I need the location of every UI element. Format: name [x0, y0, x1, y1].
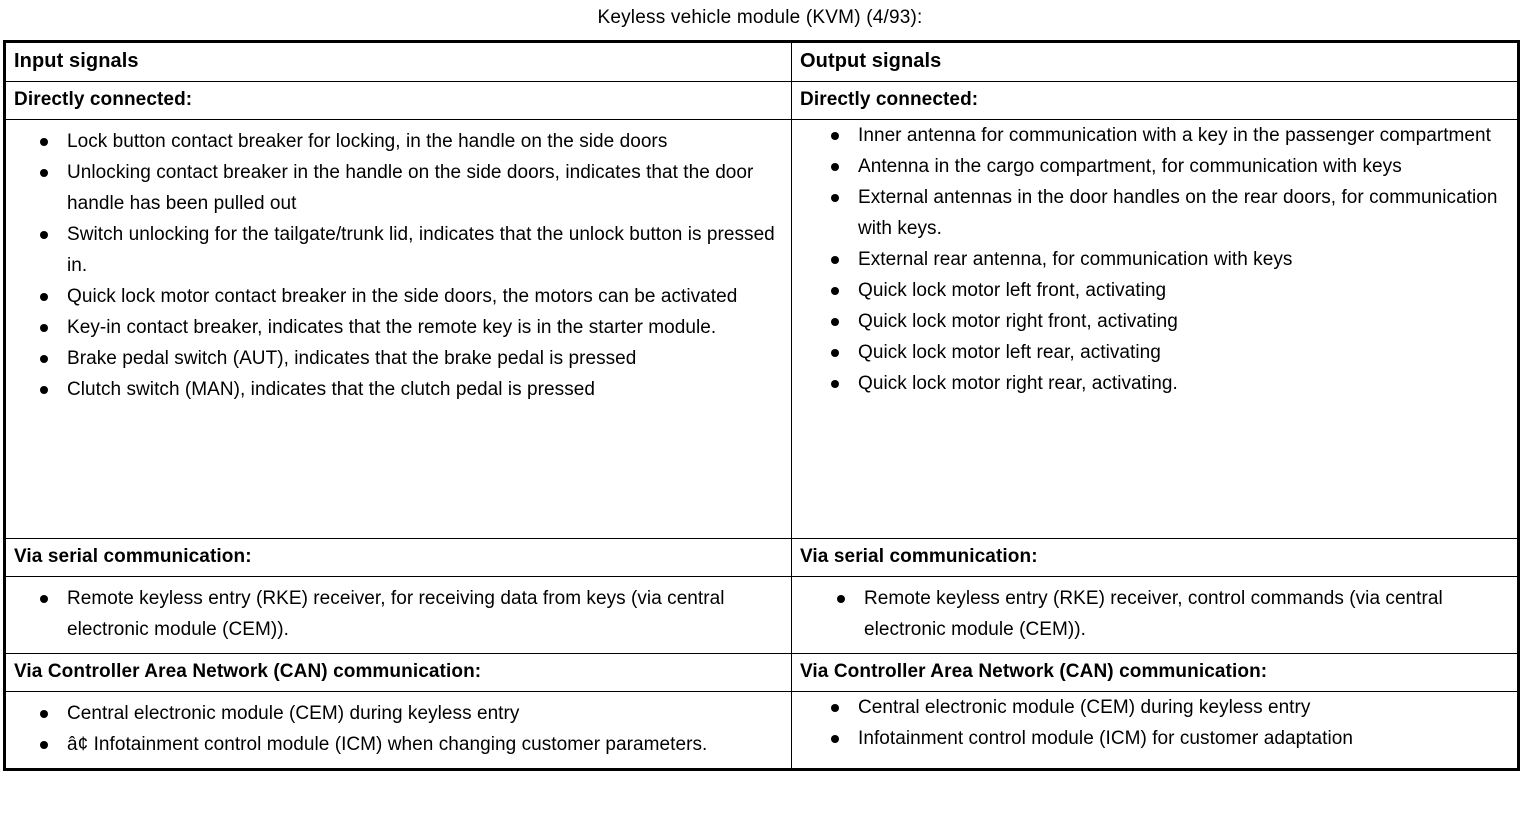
section-label-left-directly-connected: Directly connected: [14, 89, 193, 110]
section-label-right-directly-connected: Directly connected: [800, 89, 979, 110]
list-item: Remote keyless entry (RKE) receiver, for… [38, 583, 781, 645]
section-content-cell-right-via-can: Central electronic module (CEM) during k… [791, 691, 1519, 770]
list-item: Lock button contact breaker for locking,… [38, 126, 781, 157]
section-label-right-via-can: Via Controller Area Network (CAN) commun… [800, 661, 1268, 682]
section-content-cell-left-via-serial: Remote keyless entry (RKE) receiver, for… [4, 576, 792, 654]
list-item: Quick lock motor left rear, activating [829, 337, 1517, 368]
section-content-cell-left-directly-connected: Lock button contact breaker for locking,… [4, 119, 792, 539]
section-label-right-via-serial: Via serial communication: [800, 546, 1038, 567]
table-row-column-headers: Input signals Output signals [4, 41, 1519, 82]
section-label-cell-right-via-can: Via Controller Area Network (CAN) commun… [791, 653, 1519, 692]
list-item: Central electronic module (CEM) during k… [829, 692, 1353, 723]
list-item: Central electronic module (CEM) during k… [38, 698, 781, 729]
section-label-left-via-serial: Via serial communication: [14, 546, 252, 567]
bullet-list-wrapper-left-via-serial: Remote keyless entry (RKE) receiver, for… [6, 577, 791, 653]
column-header-cell-output: Output signals [791, 41, 1519, 82]
bullet-list-wrapper-right-via-can: Central electronic module (CEM) during k… [792, 692, 1517, 754]
bullet-list-right-directly-connected: Inner antenna for communication with a k… [792, 120, 1517, 399]
list-item: Quick lock motor left front, activating [829, 275, 1517, 306]
bullet-list-wrapper-left-directly-connected: Lock button contact breaker for locking,… [6, 120, 791, 413]
section-content-cell-right-directly-connected: Inner antenna for communication with a k… [791, 119, 1519, 539]
table-row-section-label-via-serial: Via serial communication: Via serial com… [4, 538, 1519, 577]
list-item: Quick lock motor right rear, activating. [829, 368, 1517, 399]
list-item: Clutch switch (MAN), indicates that the … [38, 374, 781, 405]
column-header-output-signals: Output signals [800, 50, 942, 72]
list-item: Remote keyless entry (RKE) receiver, con… [835, 583, 1507, 645]
list-item: Quick lock motor contact breaker in the … [38, 281, 781, 312]
list-item: â¢ Infotainment control module (ICM) whe… [38, 729, 781, 760]
section-label-left-via-can: Via Controller Area Network (CAN) commun… [14, 661, 482, 682]
table-row-section-content-directly-connected: Lock button contact breaker for locking,… [4, 119, 1519, 539]
bullet-list-right-via-can: Central electronic module (CEM) during k… [792, 692, 1353, 754]
section-label-cell-right-via-serial: Via serial communication: [791, 538, 1519, 577]
section-label-cell-left-via-serial: Via serial communication: [4, 538, 792, 577]
bullet-list-left-directly-connected: Lock button contact breaker for locking,… [12, 126, 781, 405]
bullet-list-wrapper-right-via-serial: Remote keyless entry (RKE) receiver, con… [792, 577, 1517, 653]
bullet-list-right-via-serial: Remote keyless entry (RKE) receiver, con… [798, 583, 1507, 645]
section-content-cell-left-via-can: Central electronic module (CEM) during k… [4, 691, 792, 770]
section-label-cell-left-directly-connected: Directly connected: [4, 81, 792, 120]
section-label-cell-left-via-can: Via Controller Area Network (CAN) commun… [4, 653, 792, 692]
list-item: Infotainment control module (ICM) for cu… [829, 723, 1353, 754]
table-row-section-label-via-can: Via Controller Area Network (CAN) commun… [4, 653, 1519, 692]
column-header-cell-input: Input signals [4, 41, 792, 82]
bullet-list-wrapper-right-directly-connected: Inner antenna for communication with a k… [792, 120, 1517, 399]
list-item: External rear antenna, for communication… [829, 244, 1517, 275]
list-item: Quick lock motor right front, activating [829, 306, 1517, 337]
section-label-cell-right-directly-connected: Directly connected: [791, 81, 1519, 120]
signals-table: Input signals Output signals Directly co… [3, 40, 1520, 771]
column-header-input-signals: Input signals [14, 50, 139, 72]
list-item: Key-in contact breaker, indicates that t… [38, 312, 781, 343]
bullet-list-left-via-can: Central electronic module (CEM) during k… [12, 698, 781, 760]
list-item: Antenna in the cargo compartment, for co… [829, 151, 1517, 182]
list-item: Inner antenna for communication with a k… [829, 120, 1517, 151]
table-row-section-content-via-can: Central electronic module (CEM) during k… [4, 691, 1519, 770]
list-item: Unlocking contact breaker in the handle … [38, 157, 781, 219]
section-content-cell-right-via-serial: Remote keyless entry (RKE) receiver, con… [791, 576, 1519, 654]
table-row-section-label-directly-connected: Directly connected: Directly connected: [4, 81, 1519, 120]
page-title: Keyless vehicle module (KVM) (4/93): [597, 7, 923, 28]
bullet-list-left-via-serial: Remote keyless entry (RKE) receiver, for… [12, 583, 781, 645]
bullet-list-wrapper-left-via-can: Central electronic module (CEM) during k… [6, 692, 791, 768]
list-item: Switch unlocking for the tailgate/trunk … [38, 219, 781, 281]
table-row-section-content-via-serial: Remote keyless entry (RKE) receiver, for… [4, 576, 1519, 654]
list-item: Brake pedal switch (AUT), indicates that… [38, 343, 781, 374]
list-item: External antennas in the door handles on… [829, 182, 1517, 244]
